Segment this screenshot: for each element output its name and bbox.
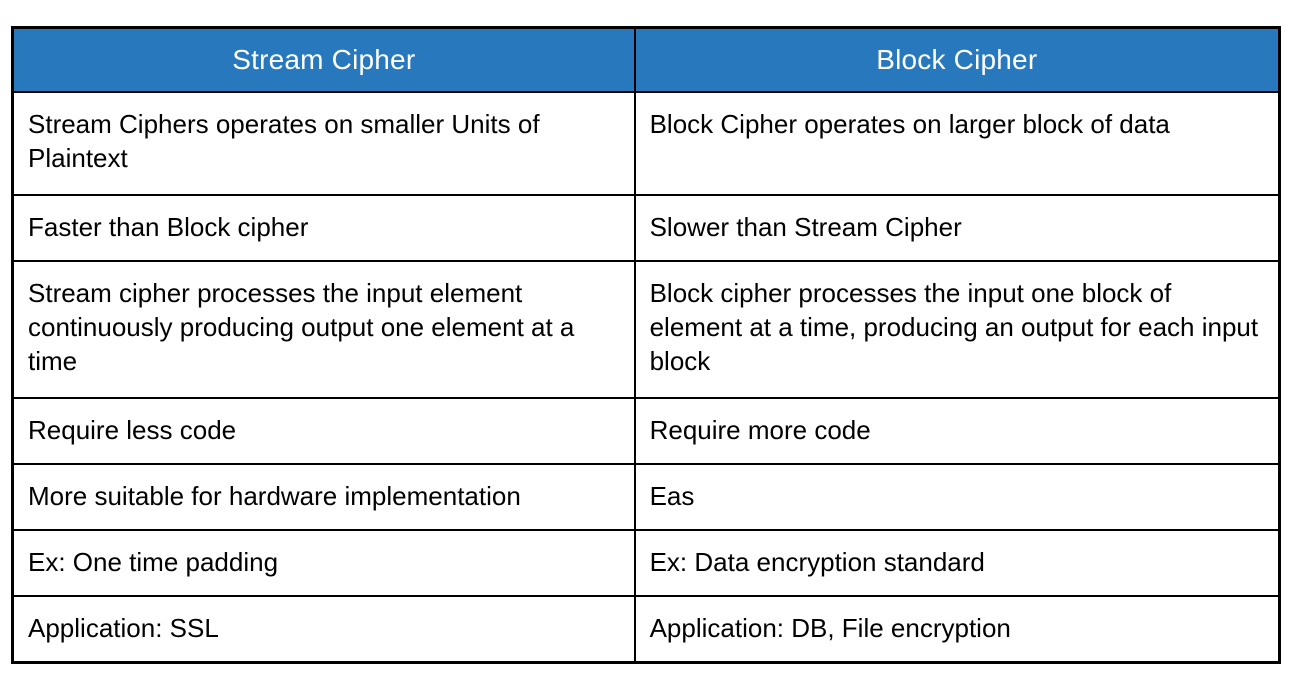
- cell-stream-application: Application: SSL: [11, 595, 636, 663]
- cell-block-example: Ex: Data encryption standard: [633, 529, 1281, 597]
- cell-block-code: Require more code: [633, 397, 1281, 465]
- cell-stream-speed: Faster than Block cipher: [11, 194, 636, 262]
- header-cell-stream-cipher: Stream Cipher: [11, 26, 636, 93]
- table-row: Faster than Block cipher Slower than Str…: [11, 194, 1281, 262]
- table-row: Ex: One time padding Ex: Data encryption…: [11, 529, 1281, 597]
- table-row: Stream Ciphers operates on smaller Units…: [11, 91, 1281, 196]
- cell-block-application: Application: DB, File encryption: [633, 595, 1281, 663]
- cell-block-units: Block Cipher operates on larger block of…: [633, 91, 1281, 196]
- table-row: Require less code Require more code: [11, 397, 1281, 465]
- cell-block-hardware: Eas: [633, 463, 1281, 531]
- cell-stream-example: Ex: One time padding: [11, 529, 636, 597]
- cell-stream-code: Require less code: [11, 397, 636, 465]
- table-header-row: Stream Cipher Block Cipher: [11, 26, 1281, 93]
- cell-stream-hardware: More suitable for hardware implementatio…: [11, 463, 636, 531]
- cell-stream-processing: Stream cipher processes the input elemen…: [11, 260, 636, 399]
- cell-stream-units: Stream Ciphers operates on smaller Units…: [11, 91, 636, 196]
- cell-block-processing: Block cipher processes the input one blo…: [633, 260, 1281, 399]
- header-cell-block-cipher: Block Cipher: [633, 26, 1281, 93]
- table-row: Stream cipher processes the input elemen…: [11, 260, 1281, 399]
- table-row: More suitable for hardware implementatio…: [11, 463, 1281, 531]
- cell-block-speed: Slower than Stream Cipher: [633, 194, 1281, 262]
- table-row: Application: SSL Application: DB, File e…: [11, 595, 1281, 663]
- cipher-comparison-table: Stream Cipher Block Cipher Stream Cipher…: [11, 26, 1281, 664]
